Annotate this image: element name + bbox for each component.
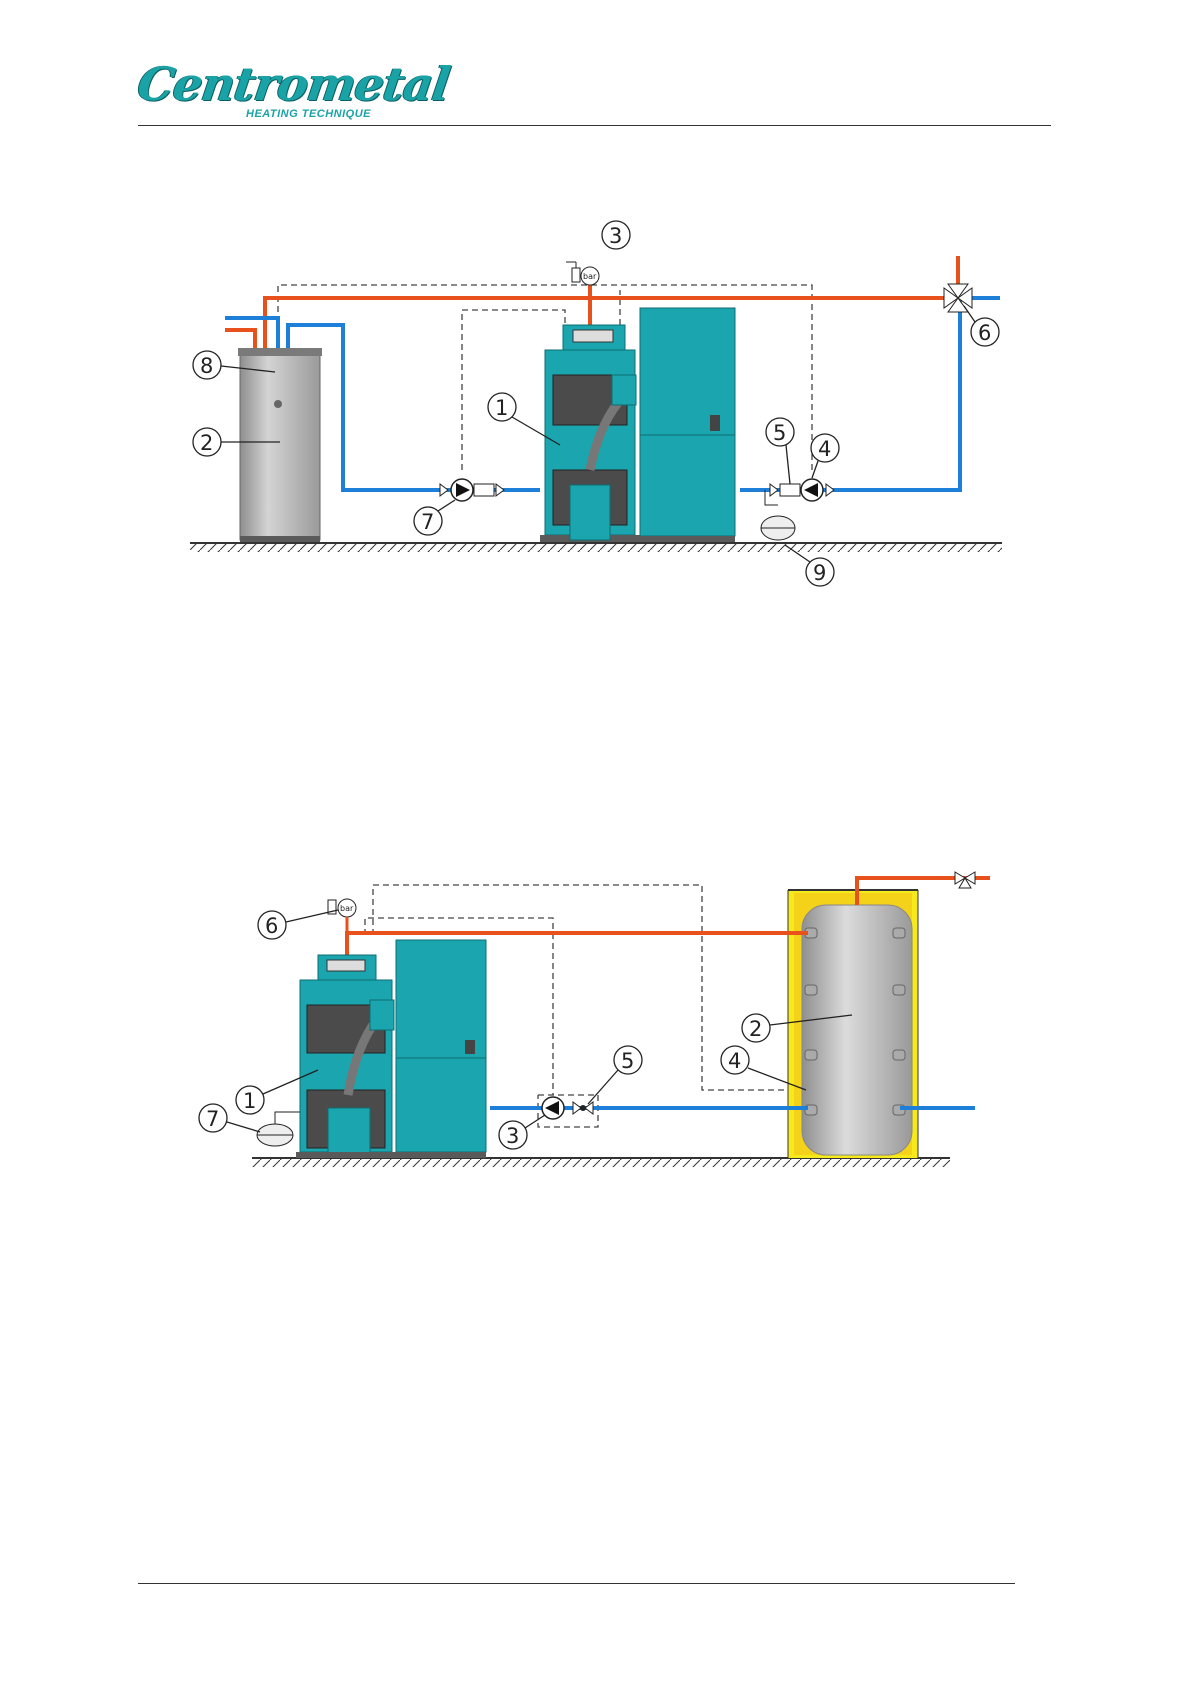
callout-2-2: 2: [749, 1017, 762, 1041]
callout-2-5: 5: [621, 1049, 634, 1073]
footer-rule: [138, 1583, 1015, 1584]
gauge-label-2: bar: [340, 904, 354, 913]
callout-2-6: 6: [265, 914, 278, 938]
callout-2-3: 3: [506, 1124, 519, 1148]
pellet-silo-2: [396, 940, 486, 1158]
buffer-tank: [788, 890, 918, 1158]
diagram-boiler-with-buffer-tank: bar 1 2 3 4 5 6 7: [0, 0, 1192, 1200]
pellet-boiler-2: [296, 955, 396, 1158]
floor-line-2: [252, 1158, 950, 1167]
callout-2-7: 7: [206, 1107, 219, 1131]
three-way-valve: [955, 872, 975, 888]
safety-group-6: bar: [328, 899, 356, 933]
callout-2-4: 4: [728, 1049, 741, 1073]
callout-2-1: 1: [243, 1089, 256, 1113]
expansion-vessel-7: [257, 1112, 300, 1146]
